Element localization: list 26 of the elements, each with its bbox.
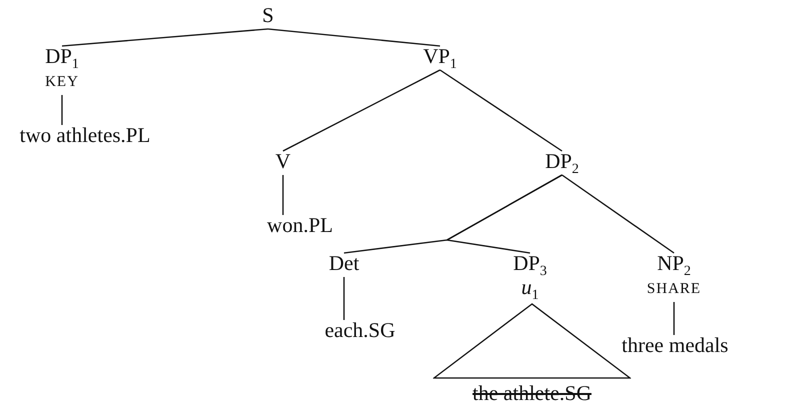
tree-branch [343,277,345,320]
tree-branch [282,69,440,152]
node-label: Det [328,251,360,275]
node-label: each.SG [324,318,396,342]
node-label: V [275,149,291,173]
tree-branch [673,302,675,335]
node-label: DP$_{3}$ [513,251,547,275]
node-label: S [262,3,274,27]
node-label: won.PL [267,213,333,237]
tree-branch [562,174,674,254]
feature-label: u$_{1}$ [521,275,539,299]
tree-branch [61,95,63,125]
tree-branch [440,69,562,152]
node-label: VP$_{1}$ [423,44,457,68]
node-label: DP$_{2}$ [545,149,579,173]
node-label: three medals [622,333,728,357]
tree-branch [268,28,440,47]
feature-label: SHARE [646,280,702,299]
node-label: two athletes.PL [20,123,150,147]
tree-branch [62,28,268,47]
tree-branch [445,174,562,254]
node-label: NP$_{2}$ [657,251,691,275]
feature-label: KEY [45,73,79,92]
node-label: DP$_{1}$ [45,44,79,68]
struck-terminal-label: the athlete.SG [472,381,592,405]
tree-branch [282,175,284,215]
